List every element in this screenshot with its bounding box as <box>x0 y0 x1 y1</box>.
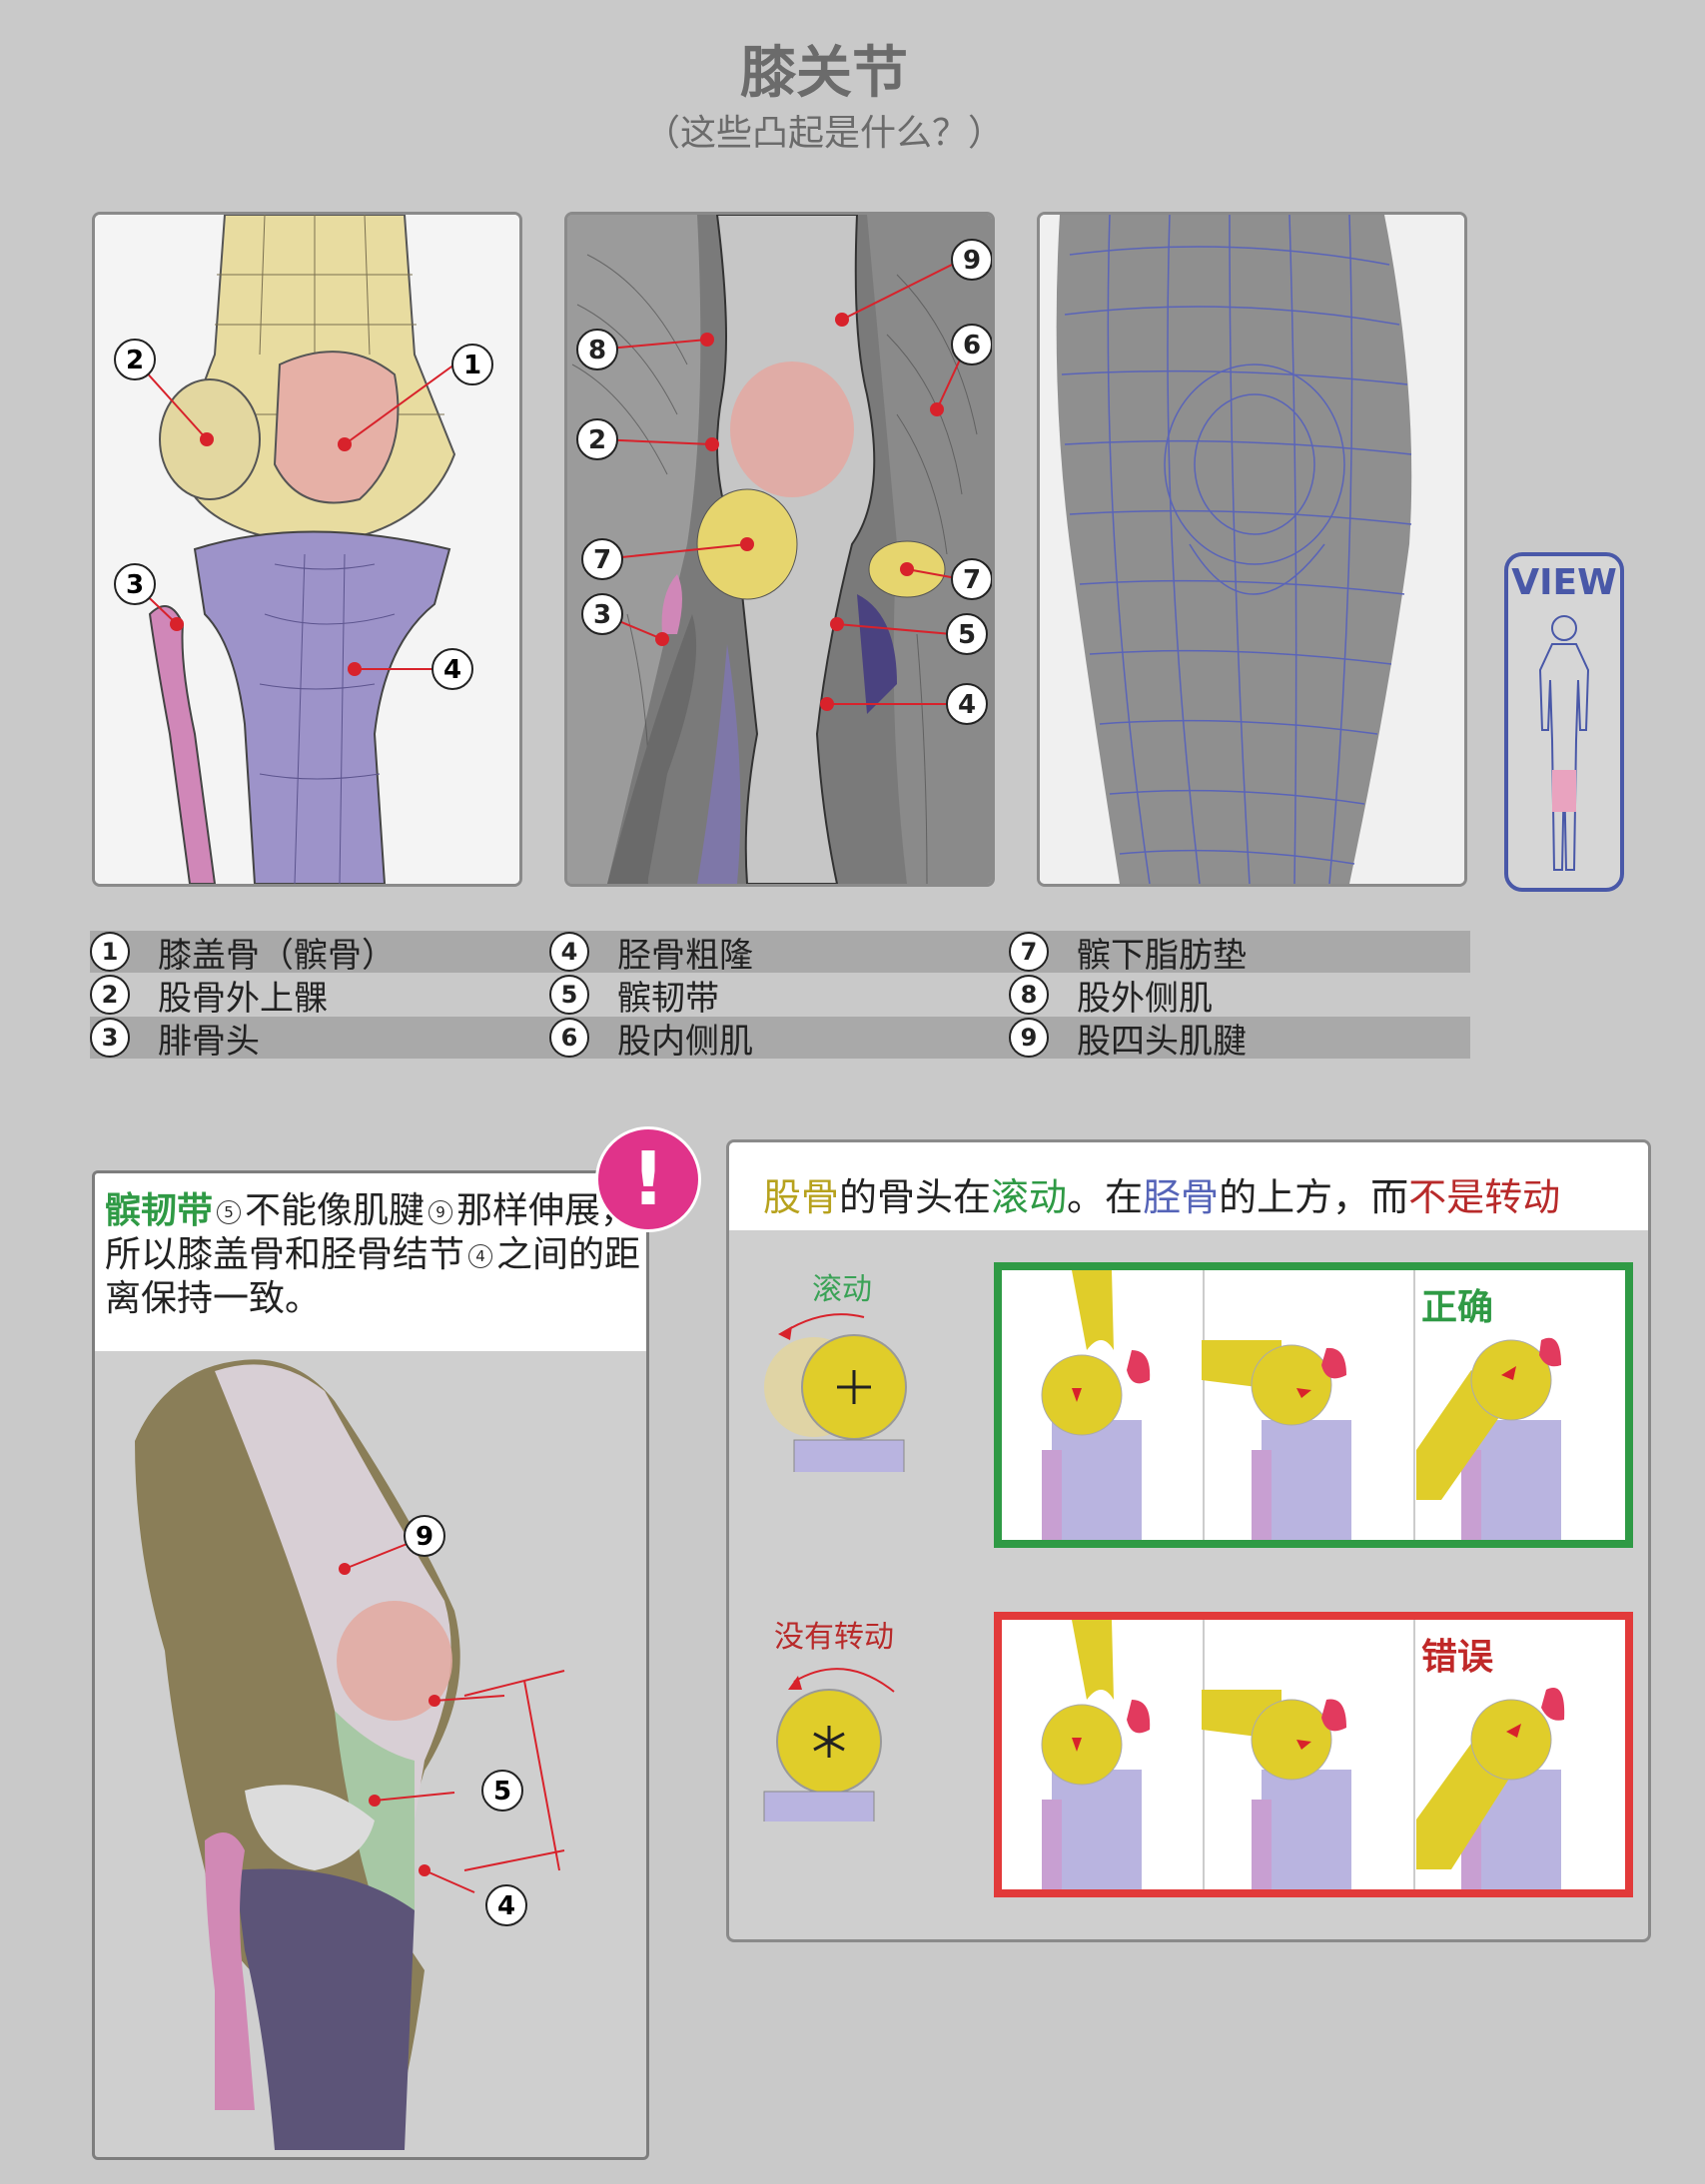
heading-femur: 股骨 <box>763 1175 840 1219</box>
callout-9-label: 9 <box>963 246 981 276</box>
callout-2 <box>114 339 156 380</box>
legend-label-8: 股外侧肌 <box>1077 978 1213 1019</box>
wrong-sequence <box>1041 1620 1565 1889</box>
callout-2-label: 2 <box>126 346 144 375</box>
note-term: 髌韧带 <box>105 1190 214 1231</box>
legend-label-3: 腓骨头 <box>158 1021 260 1062</box>
legend-row-3: 3 腓骨头 6 股内侧肌 9 股四头肌腱 <box>90 1017 1470 1062</box>
muscles-illustration: 9 8 6 2 7 7 3 5 4 <box>564 212 995 887</box>
legend-label-9: 股四头肌腱 <box>1077 1021 1247 1062</box>
rotating-schematic <box>763 1668 895 1821</box>
page-title: 膝关节 <box>740 41 908 106</box>
legend-num-9: 9 <box>1009 1018 1049 1058</box>
legend-num-8: 8 <box>1009 975 1049 1015</box>
legend-num-5: 5 <box>549 975 589 1015</box>
callout-4 <box>431 648 473 690</box>
view-badge: VIEW <box>1504 552 1624 892</box>
note-ref-5: 5 <box>217 1200 242 1224</box>
legend-num-2: 2 <box>90 975 130 1015</box>
side-callout-5: 5 <box>493 1777 511 1807</box>
callout-3-label: 3 <box>126 570 144 600</box>
rolling-schematic <box>764 1313 907 1472</box>
legend-label-7: 髌下脂肪垫 <box>1077 935 1247 976</box>
note-header <box>95 1173 646 1351</box>
callout-1 <box>451 344 493 385</box>
legend-row-1: 1 膝盖骨（髌骨） 4 胫骨粗隆 7 髌下脂肪垫 <box>90 931 1470 976</box>
view-label: VIEW <box>1511 562 1617 603</box>
callout-3 <box>114 563 156 605</box>
wrong-label: 错误 <box>1421 1637 1494 1678</box>
heading-text-2: 。在 <box>1067 1175 1144 1219</box>
roll-label: 滚动 <box>812 1272 872 1307</box>
callout-4-label: 4 <box>443 655 461 685</box>
legend-label-2: 股骨外上髁 <box>158 978 328 1019</box>
legend-num-3: 3 <box>90 1018 130 1058</box>
note-text-1: 不能像肌腱 <box>245 1190 426 1231</box>
legend-label-1: 膝盖骨（髌骨） <box>158 935 396 976</box>
note-ref-9: 9 <box>428 1200 453 1224</box>
heading-rolling: 滚动 <box>991 1175 1068 1219</box>
note-text-3: 之间的距离保持一致。 <box>105 1234 641 1319</box>
callout-7b-label: 7 <box>963 565 981 595</box>
callout-6-label: 6 <box>963 331 981 361</box>
callout-1-label: 1 <box>463 351 481 380</box>
callout-4-label: 4 <box>958 690 976 720</box>
page-subtitle: （这些凸起是什么？） <box>643 113 1004 154</box>
bones-illustration: 1 2 3 4 <box>92 212 522 887</box>
correct-label: 正确 <box>1421 1287 1494 1328</box>
rolling-header: 股骨的骨头在滚动。在胫骨的上方，而不是转动 <box>729 1142 1648 1230</box>
heading-tibia: 胫骨 <box>1143 1175 1220 1219</box>
surface-mesh-illustration <box>1037 212 1467 887</box>
no-rotate-label: 没有转动 <box>774 1620 894 1655</box>
heading-text-1: 的骨头在 <box>839 1175 992 1219</box>
legend-num-6: 6 <box>549 1018 589 1058</box>
note-ref-4: 4 <box>468 1244 493 1268</box>
callout-8-label: 8 <box>588 336 606 365</box>
callout-7a-label: 7 <box>593 545 611 575</box>
heading-text-3: 的上方，而 <box>1219 1175 1409 1219</box>
legend-row-2: 2 股骨外上髁 5 髌韧带 8 股外侧肌 <box>90 974 1470 1019</box>
side-knee-illustration: 9 5 4 <box>135 1359 565 2150</box>
legend-num-1: 1 <box>90 932 130 972</box>
alert-icon: ! <box>595 1126 701 1232</box>
legend-label-6: 股内侧肌 <box>617 1021 753 1062</box>
legend-num-4: 4 <box>549 932 589 972</box>
side-callout-4: 4 <box>497 1891 515 1921</box>
heading-not-rotating: 不是转动 <box>1408 1175 1561 1219</box>
callout-5-label: 5 <box>958 620 976 650</box>
legend-label-4: 胫骨粗隆 <box>617 935 753 976</box>
legend-label-5: 髌韧带 <box>617 978 719 1019</box>
side-callout-9: 9 <box>416 1522 433 1552</box>
rolling-heading: 股骨的骨头在滚动。在胫骨的上方，而不是转动 <box>763 1166 1560 1221</box>
correct-sequence <box>1041 1270 1561 1540</box>
legend-num-7: 7 <box>1009 932 1049 972</box>
callout-3-label: 3 <box>593 600 611 630</box>
correct-frame: 正确 <box>994 1262 1633 1548</box>
rolling-diagram-box: 股骨的骨头在滚动。在胫骨的上方，而不是转动 滚动 没有转动 正确 <box>726 1139 1651 1942</box>
body-figure-icon <box>1538 615 1590 871</box>
callout-2-label: 2 <box>588 425 606 455</box>
wrong-frame: 错误 <box>994 1612 1633 1897</box>
